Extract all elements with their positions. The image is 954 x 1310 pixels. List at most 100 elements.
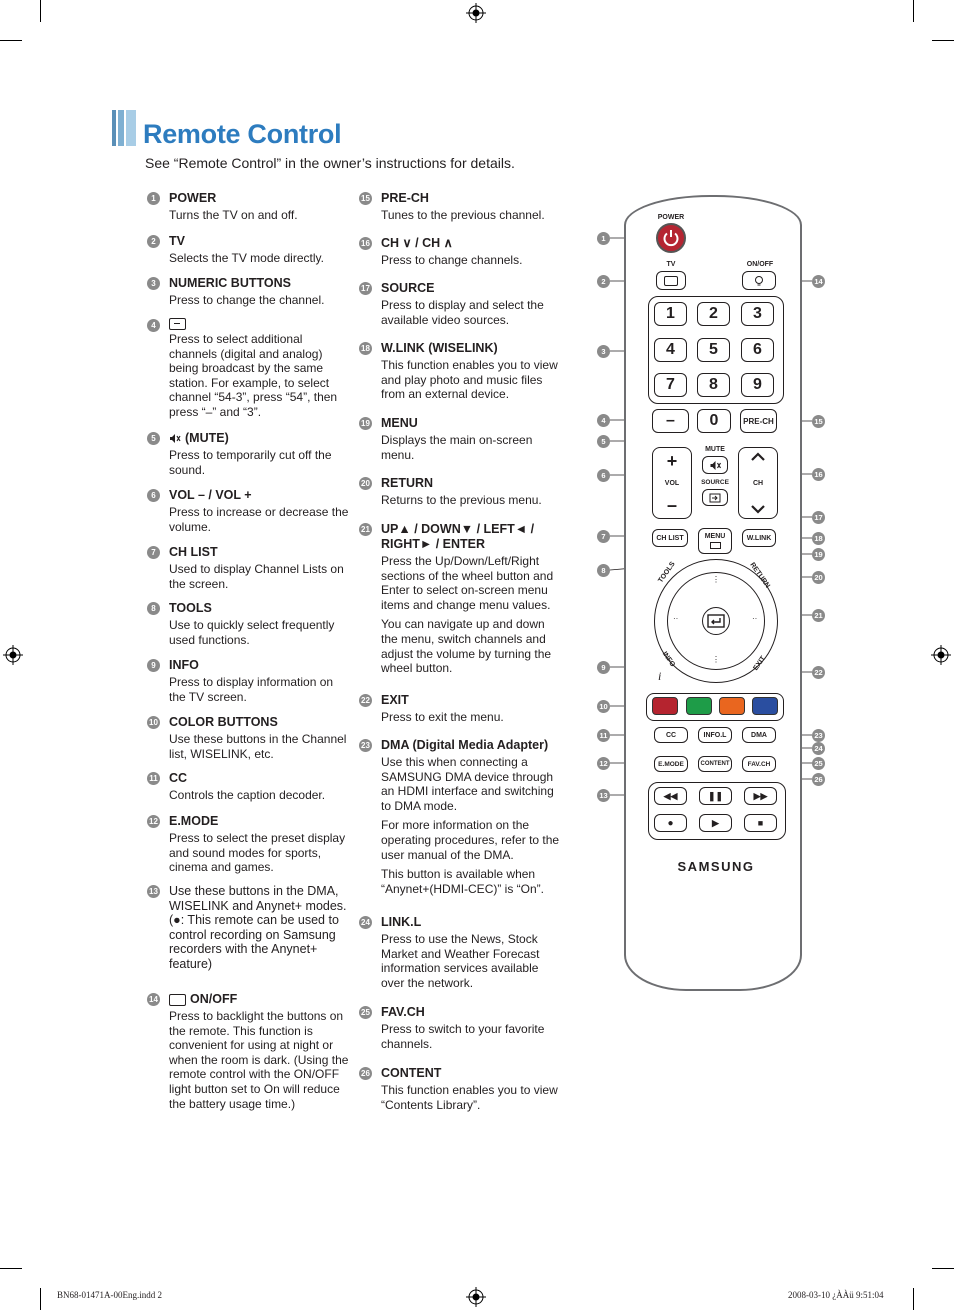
rewind-button[interactable]: ◀◀ bbox=[654, 787, 687, 805]
play-button[interactable]: ▶ bbox=[699, 814, 732, 832]
item-number: 8 bbox=[147, 602, 160, 615]
callout-marker: 21 bbox=[812, 609, 825, 622]
item-desc: Press to change channels. bbox=[381, 253, 523, 267]
minus-icon: – bbox=[666, 495, 677, 515]
content-button[interactable]: CONTENT bbox=[698, 756, 732, 772]
w-link-button[interactable]: W.LINK bbox=[742, 529, 776, 547]
enter-button[interactable] bbox=[702, 607, 730, 635]
item-desc: You can navigate up and down the menu, s… bbox=[381, 617, 552, 676]
record-button[interactable]: ● bbox=[654, 814, 687, 832]
item-number: 5 bbox=[147, 432, 160, 445]
callout-marker: 20 bbox=[812, 571, 825, 584]
mute-button[interactable] bbox=[702, 456, 728, 474]
cc-button[interactable]: CC bbox=[654, 727, 688, 743]
item-number: 14 bbox=[147, 993, 160, 1006]
digit-2-button[interactable]: 2 bbox=[697, 302, 730, 326]
digit-1-button[interactable]: 1 bbox=[654, 302, 687, 326]
callout-marker: 7 bbox=[597, 530, 610, 543]
item-title: SOURCE bbox=[381, 281, 435, 295]
stop-button[interactable]: ■ bbox=[744, 814, 777, 832]
callout-marker: 3 bbox=[597, 345, 610, 358]
item-title: CONTENT bbox=[381, 1066, 442, 1080]
pre-ch-button[interactable]: PRE-CH bbox=[740, 409, 777, 433]
item-title: TOOLS bbox=[169, 601, 212, 615]
menu-button[interactable]: MENU bbox=[698, 528, 732, 554]
item-desc: Turns the TV on and off. bbox=[169, 208, 298, 222]
mute-icon bbox=[710, 460, 721, 470]
item-desc: This function enables you to view and pl… bbox=[381, 358, 558, 402]
registration-mark-icon bbox=[931, 645, 951, 665]
digit-0-button[interactable]: 0 bbox=[697, 409, 731, 433]
item-title: FAV.CH bbox=[381, 1005, 425, 1019]
item-number: 22 bbox=[359, 694, 372, 707]
item-title: CC bbox=[169, 771, 188, 785]
dash-button[interactable]: – bbox=[652, 409, 689, 433]
item-navigation: 21 UP▲ / DOWN▼ / LEFT◄ / RIGHT► / ENTER … bbox=[359, 522, 563, 681]
red-button[interactable] bbox=[652, 697, 678, 715]
item-desc: Used to display Channel Lists on the scr… bbox=[169, 562, 344, 591]
fast-forward-button[interactable]: ▶▶ bbox=[744, 787, 777, 805]
item-number: 3 bbox=[147, 277, 160, 290]
item-number: 24 bbox=[359, 916, 372, 929]
item-number: 9 bbox=[147, 659, 160, 672]
callout-marker: 12 bbox=[597, 757, 610, 770]
blue-button[interactable] bbox=[752, 697, 778, 715]
item-number: 16 bbox=[359, 237, 372, 250]
navigation-wheel-outer bbox=[654, 559, 778, 683]
item-desc: Press to temporarily cut off the sound. bbox=[169, 448, 332, 477]
registration-mark-icon bbox=[466, 3, 486, 23]
e-mode-button[interactable]: E.MODE bbox=[654, 756, 688, 772]
brand-logo: SAMSUNG bbox=[677, 859, 755, 874]
item-number: 26 bbox=[359, 1067, 372, 1080]
item-desc: Displays the main on-screen menu. bbox=[381, 433, 533, 462]
mute-label: MUTE bbox=[705, 446, 725, 453]
item-desc: Press to display information on the TV s… bbox=[169, 675, 334, 704]
item-title: COLOR BUTTONS bbox=[169, 715, 278, 729]
green-button[interactable] bbox=[686, 697, 712, 715]
digit-4-button[interactable]: 4 bbox=[654, 338, 687, 362]
item-desc: Press to use the News, Stock Market and … bbox=[381, 932, 540, 990]
digit-5-button[interactable]: 5 bbox=[697, 338, 730, 362]
fast-forward-icon: ▶▶ bbox=[753, 790, 768, 801]
item-desc: Press to display and select the availabl… bbox=[381, 298, 544, 327]
title-accent-bar bbox=[112, 110, 136, 146]
info-l-button[interactable]: INFO.L bbox=[698, 727, 732, 743]
pause-button[interactable]: ❚❚ bbox=[699, 787, 732, 805]
item-e-mode: 12 E.MODE Press to select the preset dis… bbox=[147, 814, 351, 875]
item-number: 20 bbox=[359, 477, 372, 490]
callout-marker: 14 bbox=[812, 275, 825, 288]
digit-7-button[interactable]: 7 bbox=[654, 373, 687, 397]
light-button-icon bbox=[169, 993, 186, 1006]
callout-marker: 11 bbox=[597, 729, 610, 742]
item-desc: Press to increase or decrease the volume… bbox=[169, 505, 349, 534]
tv-button[interactable] bbox=[656, 271, 686, 290]
dma-button[interactable]: DMA bbox=[742, 727, 776, 743]
yellow-button[interactable] bbox=[719, 697, 745, 715]
navigation-wheel[interactable] bbox=[667, 572, 765, 670]
power-label: POWER bbox=[657, 214, 685, 221]
digit-9-button[interactable]: 9 bbox=[741, 373, 774, 397]
item-desc: Press the Up/Down/Left/Right sections of… bbox=[381, 554, 554, 612]
callout-marker: 17 bbox=[812, 511, 825, 524]
power-button[interactable] bbox=[656, 223, 686, 253]
item-number: 6 bbox=[147, 489, 160, 502]
ch-list-button[interactable]: CH LIST bbox=[652, 529, 688, 547]
fav-ch-button[interactable]: FAV.CH bbox=[742, 756, 776, 772]
tv-icon bbox=[664, 275, 678, 286]
item-title: EXIT bbox=[381, 693, 409, 707]
item-number: 10 bbox=[147, 716, 160, 729]
item-desc: Press to switch to your favorite channel… bbox=[381, 1022, 545, 1051]
page-title: Remote Control bbox=[143, 119, 342, 149]
digit-6-button[interactable]: 6 bbox=[741, 338, 774, 362]
source-button[interactable] bbox=[702, 489, 728, 506]
dash-button-icon bbox=[169, 318, 186, 330]
item-title: POWER bbox=[169, 191, 217, 205]
volume-rocker[interactable]: + VOL – bbox=[652, 447, 692, 519]
channel-rocker[interactable]: CH bbox=[738, 447, 778, 519]
vol-label: VOL bbox=[664, 479, 680, 487]
bulb-icon bbox=[755, 275, 763, 285]
light-button[interactable] bbox=[742, 271, 776, 290]
digit-8-button[interactable]: 8 bbox=[697, 373, 730, 397]
item-exit: 22 EXIT Press to exit the menu. bbox=[359, 693, 563, 725]
digit-3-button[interactable]: 3 bbox=[741, 302, 774, 326]
